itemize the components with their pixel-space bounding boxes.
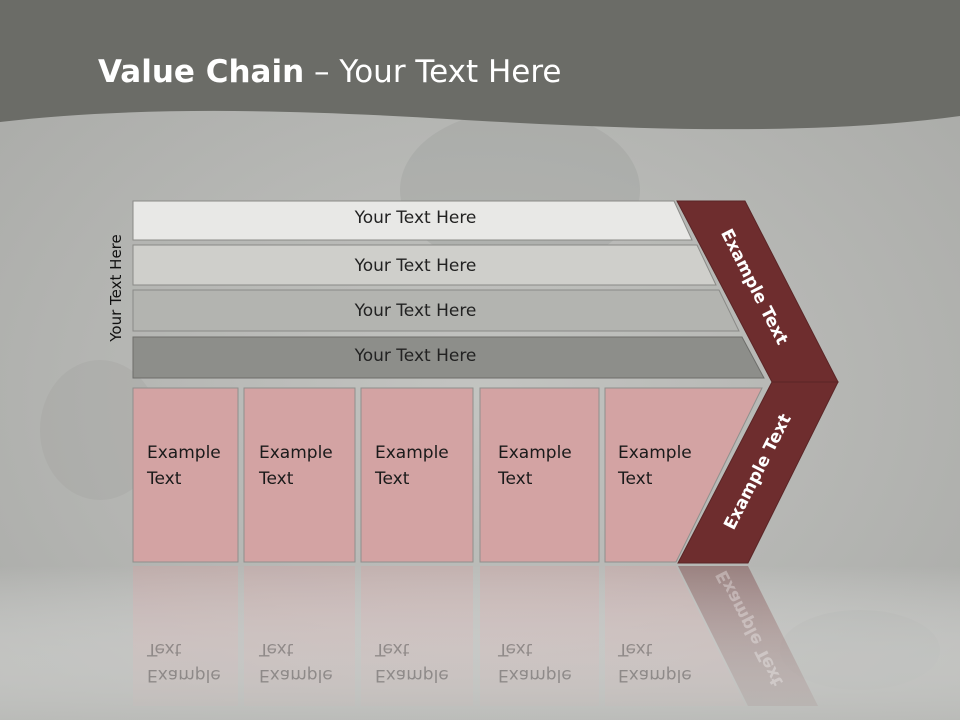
row-label-3: Your Text Here (354, 301, 477, 321)
side-label: Your Text Here (107, 234, 125, 342)
cell-3 (360, 387, 474, 563)
cell-label-4: Example Text (498, 443, 572, 489)
slide-title-rest: – Your Text Here (304, 54, 562, 90)
slide-title-bold: Value Chain (98, 54, 305, 90)
row-bar-4 (132, 336, 765, 379)
chevron-bottom (677, 381, 839, 564)
reflection-chevron-label: Example Text (712, 566, 788, 690)
cell-label-2: Example Text (259, 443, 333, 489)
background-photo-shape (40, 360, 160, 500)
reflection-labels: Example Text Example Text Example Text E… (0, 566, 960, 720)
reflection-cell-label: Example Text (147, 639, 221, 685)
cell-1 (132, 387, 239, 563)
row-label-4: Your Text Here (354, 346, 477, 366)
margin-chevron (676, 200, 839, 564)
cell-4 (479, 387, 600, 563)
cell-label-5: Example Text (618, 443, 692, 489)
row-bar-3 (132, 289, 740, 332)
cell-label-3: Example Text (375, 443, 449, 489)
header-band (0, 0, 960, 130)
reflection-cell-label: Example Text (375, 639, 449, 685)
value-chain-rows (132, 200, 765, 379)
row-bar-2 (132, 244, 717, 286)
cell-label-1: Example Text (147, 443, 221, 489)
reflection-fade (0, 566, 960, 720)
value-chain-cells (132, 387, 763, 563)
row-bar-1 (132, 200, 693, 241)
reflection-cell-label: Example Text (259, 639, 333, 685)
slide-title: Value Chain – Your Text Here (98, 54, 561, 90)
row-label-2: Your Text Here (354, 256, 477, 276)
reflection-cell-label: Example Text (618, 639, 692, 685)
reflection-cell-label: Example Text (498, 639, 572, 685)
cell-2 (243, 387, 356, 563)
row-label-1: Your Text Here (354, 208, 477, 228)
cell-5 (604, 387, 763, 563)
